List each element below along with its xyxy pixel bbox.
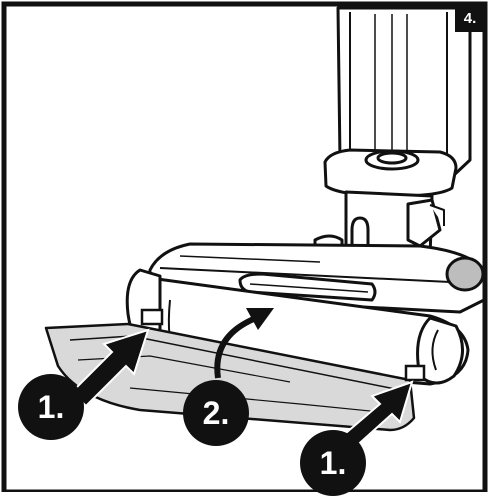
step-number-badge: 4. bbox=[455, 4, 485, 32]
callout-step-1-left: 1. bbox=[18, 374, 84, 440]
latch-tabs bbox=[140, 308, 426, 382]
arrow-icon bbox=[70, 328, 150, 408]
curved-arrow-head-icon bbox=[246, 308, 274, 330]
callout-step-2: 2. bbox=[183, 380, 249, 446]
curved-arrow-icon bbox=[214, 315, 258, 379]
callout-step-1-right: 1. bbox=[300, 430, 366, 496]
